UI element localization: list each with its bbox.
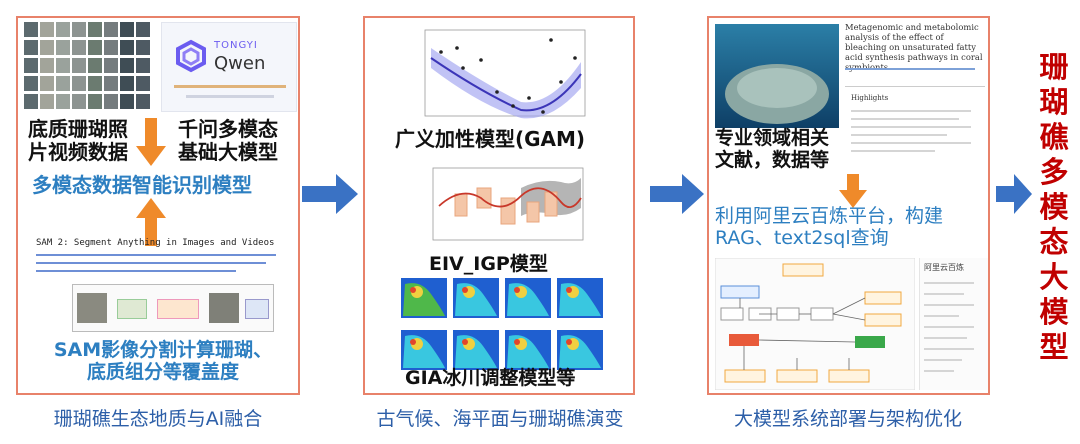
coral-thumbnail (88, 40, 102, 55)
sam-authors-2 (36, 262, 266, 264)
recognition-model-label: 多模态数据智能识别模型 (32, 173, 252, 197)
coral-thumbnail (72, 22, 86, 37)
coral-thumbnail (104, 58, 118, 73)
flow-arrow-3 (996, 174, 1032, 214)
final-char: 珊 (1039, 50, 1069, 84)
coral-thumbnail (88, 58, 102, 73)
coral-thumbnail (120, 58, 134, 73)
coral-thumbnail (40, 40, 54, 55)
final-char: 礁 (1039, 120, 1069, 154)
gia-maps (401, 278, 603, 370)
coral-thumbnail (56, 76, 70, 91)
final-char: 模 (1039, 190, 1069, 224)
panel-coral-ai: TONGYI Qwen 底质珊瑚照 片视频数据 千问多模态 基础大模型 多模态数… (16, 16, 300, 395)
coral-reef-photo (715, 24, 839, 128)
logo-links-2 (186, 95, 274, 98)
coral-thumbnail (120, 22, 134, 37)
architecture-diagram (715, 258, 915, 390)
coral-thumbnail (120, 76, 134, 91)
orange-down-arrow-3 (839, 174, 867, 208)
paper-title: Metagenomic and metabolomic analysis of … (845, 22, 983, 72)
coral-thumbnail (40, 22, 54, 37)
coral-thumbnail (24, 22, 38, 37)
paper-authors (845, 68, 975, 70)
sam-authors (36, 254, 276, 256)
coral-data-label: 底质珊瑚照 片视频数据 (28, 117, 128, 164)
sam-authors-3 (36, 270, 236, 272)
caption-panel2: 古气候、海平面与珊瑚礁演变 (376, 408, 624, 430)
coral-thumbnail (40, 94, 54, 109)
metagenomic-paper: Metagenomic and metabolomic analysis of … (843, 22, 987, 182)
sam-coverage-label: SAM影像分割计算珊瑚、 底质组分等覆盖度 (53, 339, 273, 383)
qwen-logo-icon (176, 39, 206, 73)
sam-paper: SAM 2: Segment Anything in Images and Vi… (32, 236, 292, 346)
coral-thumbnail (56, 40, 70, 55)
coral-thumbnail (104, 76, 118, 91)
gam-label: 广义加性模型(GAM) (395, 127, 586, 151)
final-char: 模 (1039, 295, 1069, 329)
flow-arrow-2 (650, 174, 704, 214)
eiv-igp-plot (432, 167, 584, 241)
final-char: 型 (1039, 330, 1069, 364)
coral-thumbnail (24, 76, 38, 91)
coral-thumbnail (24, 94, 38, 109)
coral-thumbnail (120, 94, 134, 109)
panel-paleoclimate: 广义加性模型(GAM) EIV_IGP模型 GIA冰川调整模型等 (363, 16, 635, 395)
eiv-igp-label: EIV_IGP模型 (429, 253, 548, 275)
final-char: 态 (1039, 225, 1069, 259)
logo-links (174, 85, 286, 88)
highlights-lines (851, 110, 971, 158)
gia-label: GIA冰川调整模型等 (405, 367, 576, 389)
highlights-heading: Highlights (851, 94, 889, 102)
qwen-card: TONGYI Qwen (161, 22, 297, 112)
coral-thumbnail (56, 94, 70, 109)
final-char: 大 (1039, 260, 1069, 294)
logo-brand: TONGYI (214, 40, 258, 51)
coral-thumbnail (136, 22, 150, 37)
sam-diagram (72, 284, 274, 332)
coral-thumbnail (104, 94, 118, 109)
sam-paper-title: SAM 2: Segment Anything in Images and Vi… (36, 238, 275, 248)
final-char: 多 (1039, 155, 1069, 189)
flow-arrow-1 (302, 174, 358, 214)
coral-thumbnail (136, 58, 150, 73)
caption-panel1: 珊瑚礁生态地质与AI融合 (53, 408, 263, 430)
coral-photo-grid (24, 22, 150, 109)
coral-thumbnail (88, 22, 102, 37)
qwen-model-label: 千问多模态 基础大模型 (178, 117, 278, 164)
paper-divider (845, 86, 985, 87)
caption-panel3: 大模型系统部署与架构优化 (733, 408, 962, 430)
coral-thumbnail (88, 76, 102, 91)
coral-thumbnail (104, 40, 118, 55)
coral-thumbnail (136, 40, 150, 55)
domain-literature-label: 专业领域相关 文献，数据等 (715, 127, 830, 171)
coral-thumbnail (72, 58, 86, 73)
coral-thumbnail (24, 40, 38, 55)
coral-thumbnail (120, 40, 134, 55)
rag-label: 利用阿里云百炼平台，构建 RAG、text2sql查询 (715, 205, 944, 249)
coral-thumbnail (104, 22, 118, 37)
orange-down-arrow (136, 118, 166, 166)
coral-thumbnail (24, 58, 38, 73)
final-char: 瑚 (1039, 85, 1069, 119)
coral-thumbnail (136, 94, 150, 109)
panel-deployment: Metagenomic and metabolomic analysis of … (707, 16, 990, 395)
bailian-sidebar: 阿里云百炼 (919, 258, 988, 390)
coral-thumbnail (88, 94, 102, 109)
coral-thumbnail (56, 58, 70, 73)
coral-thumbnail (40, 76, 54, 91)
coral-thumbnail (136, 76, 150, 91)
coral-thumbnail (56, 22, 70, 37)
coral-thumbnail (40, 58, 54, 73)
coral-thumbnail (72, 76, 86, 91)
final-title-vertical: 珊 瑚 礁 多 模 态 大 模 型 (1036, 50, 1072, 365)
platform-name: 阿里云百炼 (924, 263, 964, 272)
orange-up-arrow (136, 198, 166, 246)
coral-thumbnail (72, 94, 86, 109)
coral-thumbnail (72, 40, 86, 55)
gam-plot (424, 29, 586, 119)
logo-name: Qwen (214, 53, 266, 74)
